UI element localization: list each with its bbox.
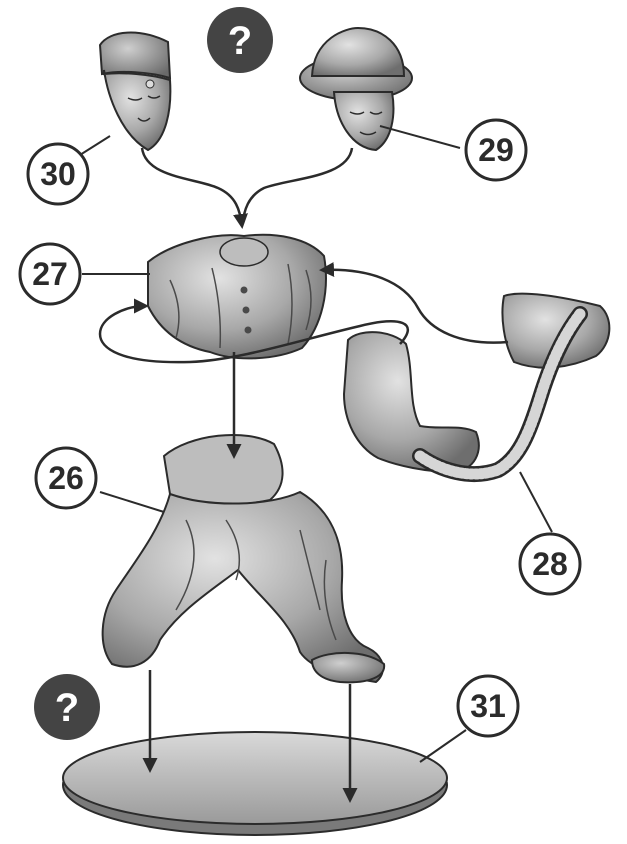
leader-29 (380, 126, 460, 148)
leader-lines (72, 126, 552, 762)
arrow-helmet-head-to-torso (242, 148, 352, 226)
callout-29: 29 (466, 120, 526, 180)
callout-number: 29 (478, 132, 514, 168)
help-icon-top: ? (207, 7, 273, 73)
help-glyph: ? (55, 686, 79, 730)
legs-part (103, 435, 385, 682)
head-helmet-part (300, 28, 412, 150)
head-side-cap-part (100, 33, 170, 150)
arrow-cap-head-to-torso (142, 148, 242, 226)
callout-number: 30 (40, 156, 76, 192)
callout-28: 28 (520, 534, 580, 594)
callout-number: 27 (32, 256, 68, 292)
arrow-right-arm-to-torso (322, 270, 508, 343)
leader-31 (420, 730, 466, 762)
help-icon-bottom: ? (34, 674, 100, 740)
leader-28 (520, 472, 552, 532)
base-part (63, 732, 447, 835)
help-glyph: ? (228, 19, 252, 63)
callout-number: 31 (470, 688, 506, 724)
callout-number: 28 (532, 546, 568, 582)
callout-31: 31 (458, 676, 518, 736)
leader-26 (100, 492, 164, 512)
callout-30: 30 (28, 144, 88, 204)
callout-number: 26 (48, 460, 84, 496)
callout-27: 27 (20, 244, 80, 304)
callout-26: 26 (36, 448, 96, 508)
torso-part (148, 235, 326, 359)
